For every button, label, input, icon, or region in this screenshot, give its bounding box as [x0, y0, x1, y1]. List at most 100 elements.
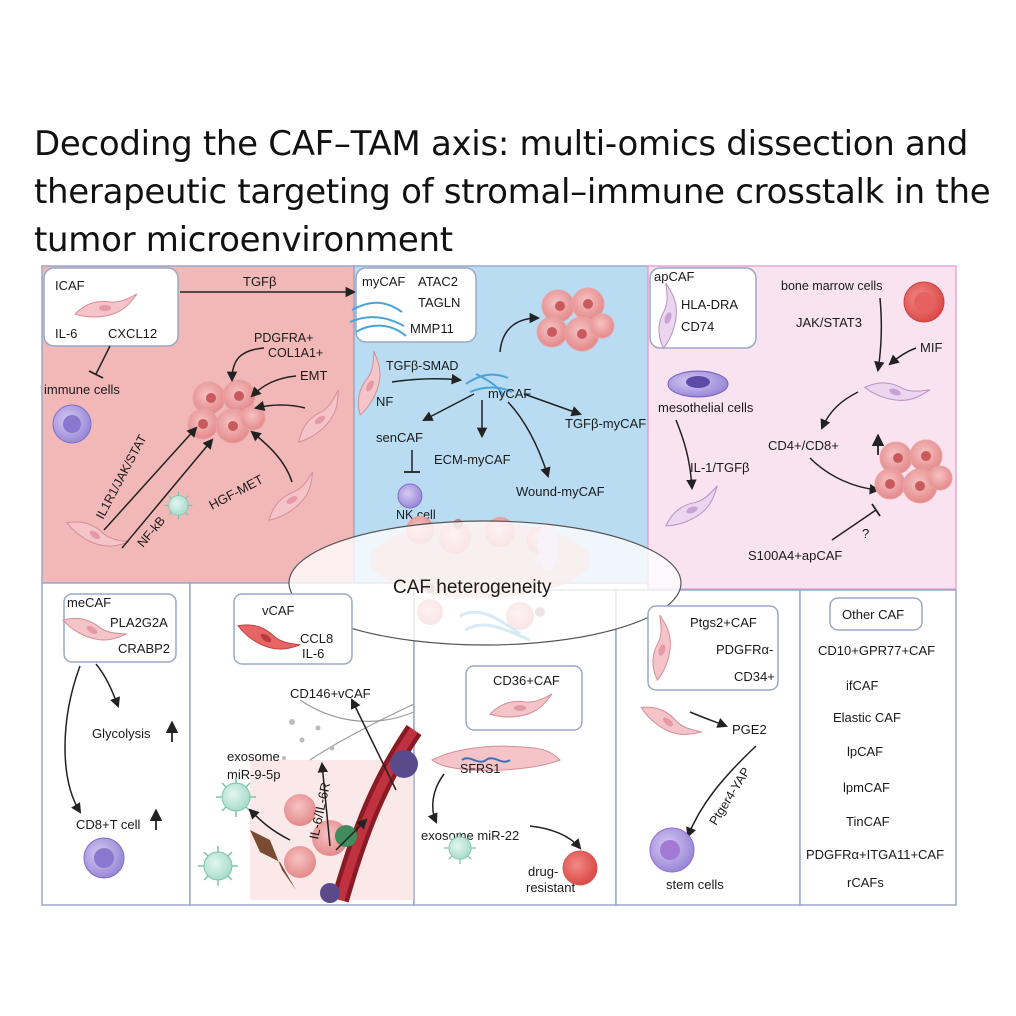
ptgs2-box: [647, 605, 779, 691]
title-line-3: tumor microenvironment: [34, 220, 453, 260]
mesothelial-label: mesothelial cells: [658, 400, 754, 415]
exosome-mir22-label: exosome miR-22: [421, 828, 519, 843]
il6r-arrow-2: [335, 818, 368, 851]
other-box-title: Other CAF: [842, 607, 904, 622]
icaf-marker-2: CXCL12: [108, 326, 157, 341]
other-item-3: Elastic CAF: [833, 710, 901, 725]
other-item-4: lpCAF: [847, 744, 883, 759]
mycaf-marker-3: MMP11: [410, 321, 454, 336]
caf-heterogeneity-ellipse: [288, 520, 682, 646]
mir95p-label: miR-9-5p: [227, 767, 280, 782]
glyco-arrow: [95, 663, 120, 708]
bone-arrow: [874, 297, 885, 373]
other-item-6: TinCAF: [846, 814, 890, 829]
cd8-label: CD8+T cell: [76, 817, 141, 832]
exosome-virus-icon-2: [197, 845, 239, 887]
drug-resistant-cell-icon: [562, 850, 598, 886]
immune-cells-label: immune cells: [44, 382, 120, 397]
il6r-arrow: [317, 761, 331, 847]
ptgs2-marker-1: PDGFRα-: [716, 642, 773, 657]
cd8-arrow: [64, 665, 82, 814]
pdgfra-arrow: [226, 347, 265, 383]
stem-cells-label: stem cells: [666, 877, 724, 892]
cd146-arrow: [350, 698, 397, 791]
col1a1-label: COL1A1+: [268, 346, 323, 360]
mif-label: MIF: [920, 340, 942, 355]
hgf-arrow: [250, 430, 293, 483]
emt-fibro-arrow: [253, 400, 306, 412]
ptgs2-marker-2: CD34+: [734, 669, 775, 684]
jak-stat3-label: JAK/STAT3: [796, 315, 862, 330]
glycolysis-label: Glycolysis: [92, 726, 151, 741]
pge2-label: PGE2: [732, 722, 767, 737]
mecaf-marker-1: PLA2G2A: [110, 615, 168, 630]
pdgfra-label: PDGFRA+: [254, 331, 313, 345]
question-label: ?: [862, 526, 869, 541]
il1r1-arrow: [103, 426, 198, 531]
icaf-marker-1: IL-6: [55, 326, 77, 341]
ptger4-arrow: [686, 745, 757, 838]
mecaf-box: [63, 593, 177, 663]
other-item-8: rCAFs: [847, 875, 884, 890]
sfrs1-arrow: [427, 773, 445, 824]
drug-label-2: resistant: [526, 880, 576, 895]
icaf-box-title: ICAF: [55, 278, 85, 293]
figure-title: Decoding the CAF–TAM axis: multi-omics d…: [34, 120, 991, 264]
exosome-arrow: [248, 808, 291, 841]
wound-label: Wound-myCAF: [516, 484, 605, 499]
exosome-label: exosome: [227, 749, 280, 764]
bone-marrow-label: bone marrow cells: [781, 279, 882, 293]
pge2-arrow: [689, 711, 728, 728]
other-panel: [799, 589, 957, 906]
wound-arrow: [507, 401, 551, 478]
mir22-arrow: [529, 825, 582, 850]
mycaf-marker-1: ATAC2: [418, 274, 458, 289]
cd-arrow: [820, 391, 859, 430]
meso-arrow: [675, 419, 697, 491]
ecm-label: ECM-myCAF: [434, 452, 511, 467]
s100-inhibit: [831, 509, 877, 541]
mycaf-box: [355, 267, 477, 343]
tgfb-label: TGFβ: [243, 274, 276, 289]
tgfsmad-label: TGFβ-SMAD: [386, 359, 458, 373]
tgfmy-arrow: [523, 393, 582, 417]
sencaf-arrow: [422, 393, 475, 421]
cd-tumor-arrow: [809, 457, 881, 495]
mif-arrow: [888, 347, 917, 366]
tgfmy-label: TGFβ-myCAF: [565, 416, 646, 431]
cd146-label: CD146+vCAF: [290, 686, 371, 701]
cd4-cd8-label: CD4+/CD8+: [768, 438, 839, 453]
mecaf-box-title: meCAF: [67, 595, 111, 610]
sfrs1-label: SFRS1: [460, 762, 500, 776]
mycaf-center-cell-icon: [465, 373, 513, 397]
other-item-1: CD10+GPR77+CAF: [818, 643, 935, 658]
vcaf-marker-2: IL-6: [302, 646, 324, 661]
emt-arrow: [250, 375, 297, 398]
vcaf-box: [233, 593, 353, 665]
mycaf-box-cell-icon: [349, 301, 407, 337]
mycaf-center-label: myCAF: [488, 386, 531, 401]
ptgs2-box-title: Ptgs2+CAF: [690, 615, 757, 630]
apcaf-box-title: apCAF: [654, 269, 695, 284]
other-box: [829, 597, 923, 631]
apcaf-marker-1: HLA-DRA: [681, 297, 738, 312]
drug-label-1: drug-: [528, 864, 558, 879]
sfrs1-fibroblast-icon: [431, 745, 561, 771]
immune-inhibit: [95, 345, 111, 375]
il1-tgfb-label: IL-1/TGFβ: [690, 460, 749, 475]
other-item-7: PDGFRα+ITGA11+CAF: [806, 847, 944, 862]
other-item-5: lpmCAF: [843, 780, 890, 795]
other-item-2: ifCAF: [846, 678, 879, 693]
vcaf-marker-1: CCL8: [300, 631, 333, 646]
mecaf-marker-2: CRABP2: [118, 641, 170, 656]
mycaf-tumor-arrow: [499, 312, 541, 353]
mycaf-box-title: myCAF: [362, 274, 405, 289]
title-line-2: therapeutic targeting of stromal–immune …: [34, 172, 991, 212]
apcaf-marker-2: CD74: [681, 319, 714, 334]
vcaf-box-title: vCAF: [262, 603, 295, 618]
emt-label: EMT: [300, 368, 328, 383]
s100-label: S100A4+apCAF: [748, 548, 842, 563]
cd36-box-title: CD36+CAF: [493, 673, 560, 688]
title-line-1: Decoding the CAF–TAM axis: multi-omics d…: [34, 124, 969, 164]
